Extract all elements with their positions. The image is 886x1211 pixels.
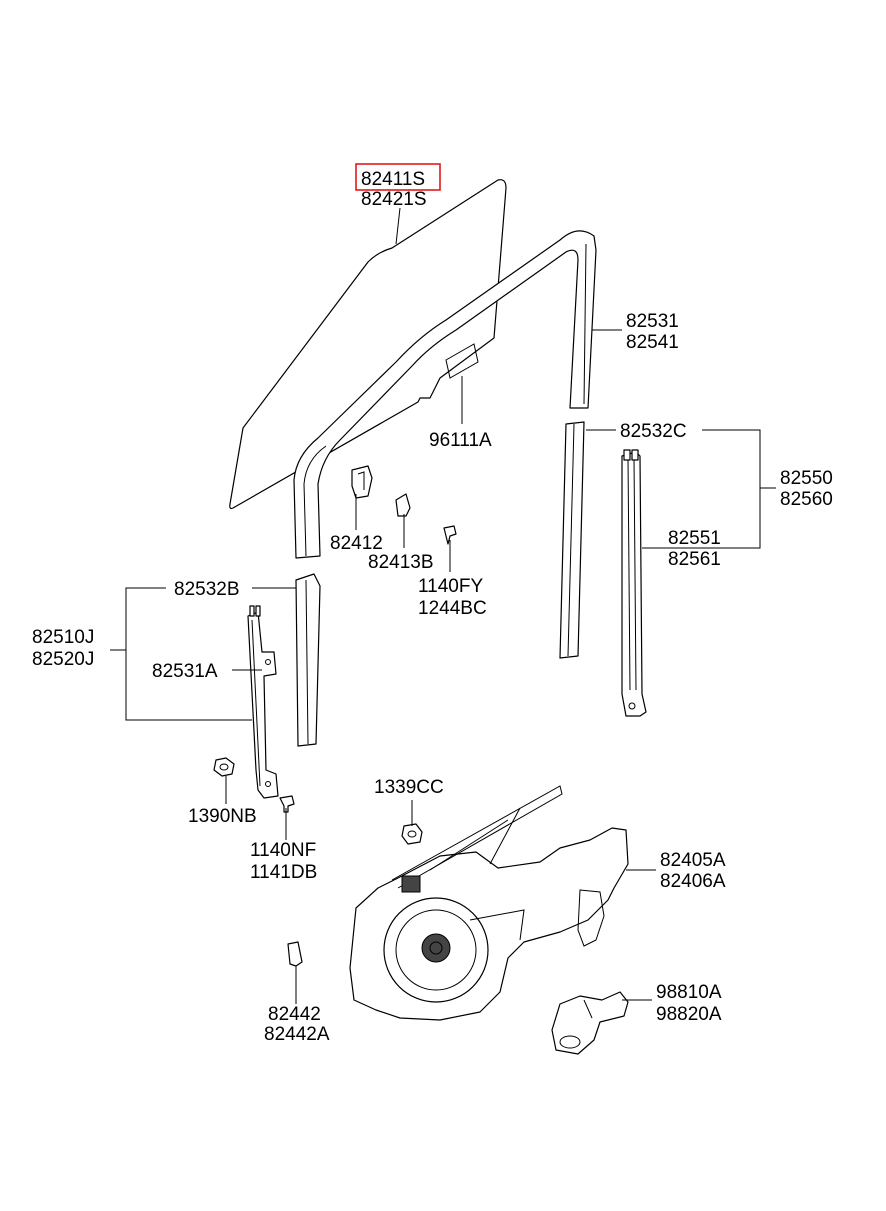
label-82551[interactable]: 82551 [668,528,721,549]
label-98820A[interactable]: 98820A [656,1004,722,1025]
label-1390NB[interactable]: 1390NB [188,806,257,827]
rear-guide-rail-part[interactable] [621,449,647,717]
label-1140FY[interactable]: 1140FY [418,576,483,597]
label-82421S[interactable]: 82421S [361,189,427,210]
label-82541[interactable]: 82541 [626,332,679,353]
label-82531A[interactable]: 82531A [152,661,218,682]
front-guide-rail-part[interactable] [247,605,279,799]
part-highlight-box [355,163,441,191]
power-window-motor-part[interactable] [551,991,629,1055]
label-96111A[interactable]: 96111A [429,430,492,451]
rear-run-channel-part[interactable] [559,421,585,659]
label-82412[interactable]: 82412 [330,533,383,554]
label-82442A[interactable]: 82442A [264,1024,330,1045]
nut-1339CC-part[interactable] [401,823,423,845]
window-regulator-part[interactable] [349,785,629,1021]
part-labels: 82411S 82421S 82531 82541 96111A 82532C … [32,169,833,1045]
label-82561[interactable]: 82561 [668,549,721,570]
clip-82442-part[interactable] [287,941,303,967]
label-82413B[interactable]: 82413B [368,552,434,573]
door-glass-part[interactable] [229,179,507,510]
glass-run-channel-part[interactable] [293,230,597,559]
label-82560[interactable]: 82560 [780,489,833,510]
bolt-1140NF-part[interactable] [279,795,295,813]
label-82406A[interactable]: 82406A [660,871,726,892]
label-1339CC[interactable]: 1339CC [374,777,444,798]
clip-82413B-part[interactable] [395,493,411,517]
nut-1390NB-part[interactable] [213,757,235,777]
screw-1140FY-part[interactable] [443,525,457,545]
leader-lines [110,207,776,1004]
label-98810A[interactable]: 98810A [656,982,722,1003]
label-1140NF[interactable]: 1140NF [250,840,316,861]
label-82442[interactable]: 82442 [268,1004,321,1025]
label-1141DB[interactable]: 1141DB [250,862,317,883]
label-82411S[interactable]: 82411S [361,169,425,190]
label-82550[interactable]: 82550 [780,468,833,489]
label-82405A[interactable]: 82405A [660,850,726,871]
label-82531[interactable]: 82531 [626,311,679,332]
front-run-channel-part[interactable] [295,573,321,747]
clip-82412-part[interactable] [351,465,373,499]
label-82520J[interactable]: 82520J [32,649,94,670]
label-82510J[interactable]: 82510J [32,627,94,648]
label-82532C[interactable]: 82532C [620,421,687,442]
label-82532B[interactable]: 82532B [174,579,240,600]
label-1244BC[interactable]: 1244BC [418,598,487,619]
